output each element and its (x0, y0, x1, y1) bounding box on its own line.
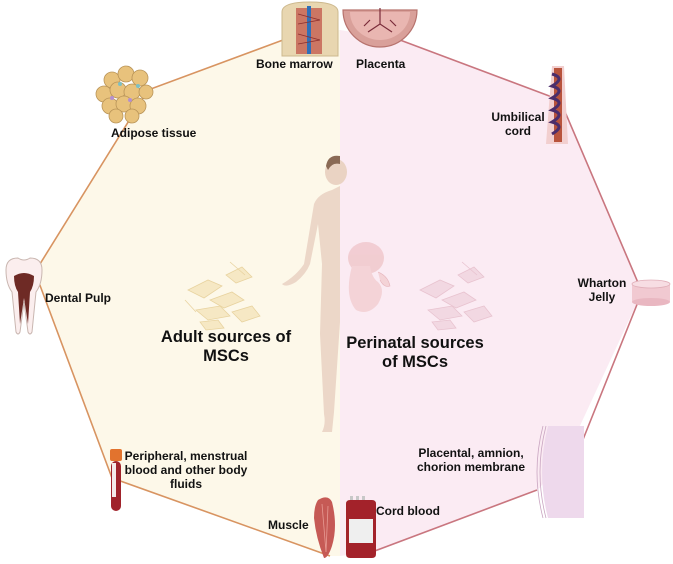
label-cord-blood: Cord blood (376, 504, 440, 518)
label-wharton-jelly: Wharton Jelly (577, 276, 627, 304)
tooth-icon (5, 257, 43, 335)
adult-human-icon (282, 155, 347, 432)
adipose-tissue-icon (95, 65, 154, 124)
label-dental-pulp: Dental Pulp (45, 291, 112, 305)
perinatal-panel-outline (399, 39, 643, 453)
label-membrane: Placental, amnion, chorion membrane (416, 446, 526, 474)
umbilical-cord-icon (546, 66, 568, 144)
label-bone-marrow: Bone marrow (256, 57, 333, 71)
membrane-icon (536, 425, 584, 519)
fetus-icon (348, 242, 391, 312)
perinatal-panel-outline-lower (371, 489, 538, 553)
wharton-jelly-dish-icon (631, 279, 671, 306)
perinatal-panel-background (340, 30, 642, 556)
label-umbilical-cord: Umbilical cord (491, 110, 545, 138)
placenta-icon (342, 8, 418, 48)
pink-msc-cells-icon (419, 261, 493, 331)
adult-sources-title: Adult sources of MSCs (160, 328, 292, 365)
perinatal-sources-title: Perinatal sources of MSCs (346, 334, 484, 371)
bone-marrow-icon (281, 1, 339, 57)
label-adipose-tissue: Adipose tissue (111, 126, 197, 140)
blood-tube-icon (110, 449, 122, 511)
label-muscle: Muscle (268, 518, 309, 532)
blood-bag-icon (346, 496, 376, 558)
yellow-msc-cells-icon (184, 261, 261, 331)
label-placenta: Placenta (356, 57, 406, 71)
adult-panel-background (35, 30, 340, 556)
muscle-icon (314, 497, 335, 558)
label-peripheral-blood: Peripheral, menstrual blood and other bo… (124, 449, 248, 491)
